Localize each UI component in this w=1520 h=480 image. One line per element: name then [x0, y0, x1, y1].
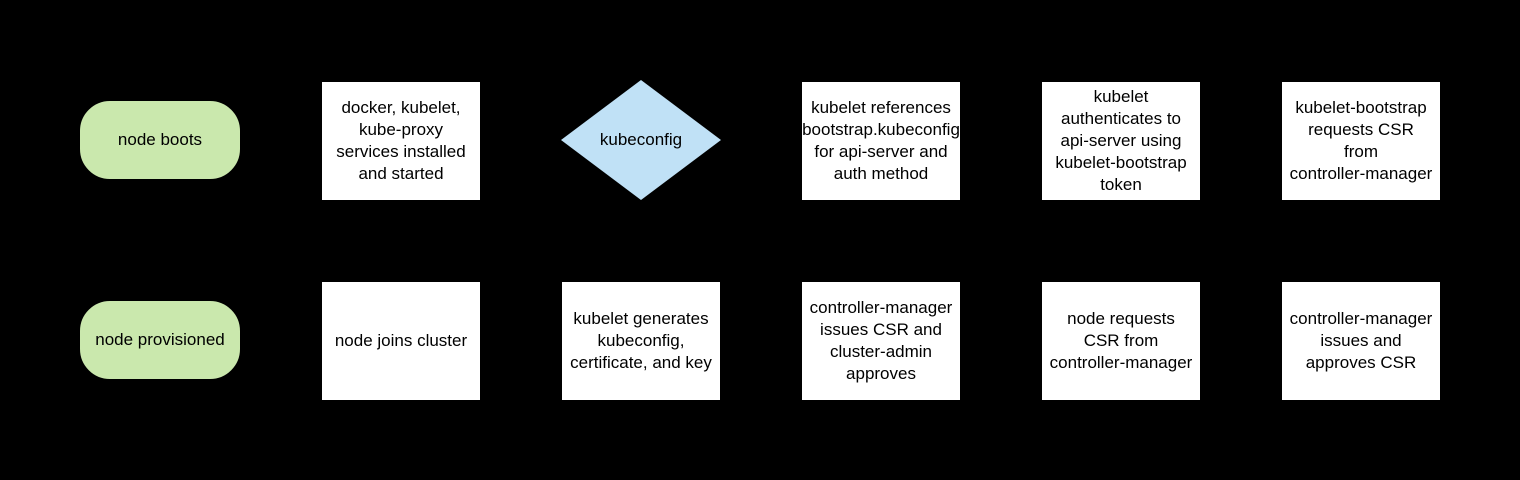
flowchart-node-label: controller-manager issues and approves C…: [1289, 309, 1433, 372]
flowchart-node-kubelet-references-bootstrap[interactable]: kubelet references bootstrap.kubeconfig …: [801, 81, 961, 201]
flowchart-node-label: kubelet generates kubeconfig, certificat…: [570, 309, 712, 372]
flowchart-node-node-requests-csr[interactable]: node requests CSR from controller-manage…: [1041, 281, 1201, 401]
flowchart-node-kubeconfig-decision[interactable]: kubeconfig: [561, 80, 721, 200]
diamond-shape-icon: [561, 80, 721, 200]
flowchart-node-node-provisioned[interactable]: node provisioned: [80, 301, 240, 379]
flowchart-node-label: node boots: [117, 130, 203, 149]
flowchart-node-label: kubelet-bootstrap requests CSR from cont…: [1289, 98, 1433, 183]
flowchart-node-label: controller-manager issues CSR and cluste…: [809, 298, 953, 383]
flowchart-node-label: kubeconfig: [599, 130, 683, 149]
flowchart-node-kubelet-generates-kubeconfig[interactable]: kubelet generates kubeconfig, certificat…: [561, 281, 721, 401]
flowchart-node-label: node joins cluster: [334, 331, 468, 350]
flowchart-node-bootstrap-requests-csr[interactable]: kubelet-bootstrap requests CSR from cont…: [1281, 81, 1441, 201]
flowchart-node-label: kubelet references bootstrap.kubeconfig …: [802, 98, 960, 183]
flowchart-node-cm-issues-csr-admin-approves[interactable]: controller-manager issues CSR and cluste…: [801, 281, 961, 401]
flowchart-node-kubelet-authenticates[interactable]: kubelet authenticates to api-server usin…: [1041, 81, 1201, 201]
flowchart-node-label: kubelet authenticates to api-server usin…: [1055, 87, 1187, 194]
flowchart-node-node-boots[interactable]: node boots: [80, 101, 240, 179]
flowchart-node-node-joins-cluster[interactable]: node joins cluster: [321, 281, 481, 401]
flowchart-node-label: node requests CSR from controller-manage…: [1049, 309, 1193, 372]
flowchart-node-label: docker, kubelet, kube-proxy services ins…: [336, 98, 466, 183]
flowchart-node-cm-issues-approves-csr[interactable]: controller-manager issues and approves C…: [1281, 281, 1441, 401]
flowchart-node-services-installed[interactable]: docker, kubelet, kube-proxy services ins…: [321, 81, 481, 201]
flowchart-node-label: node provisioned: [95, 330, 225, 349]
